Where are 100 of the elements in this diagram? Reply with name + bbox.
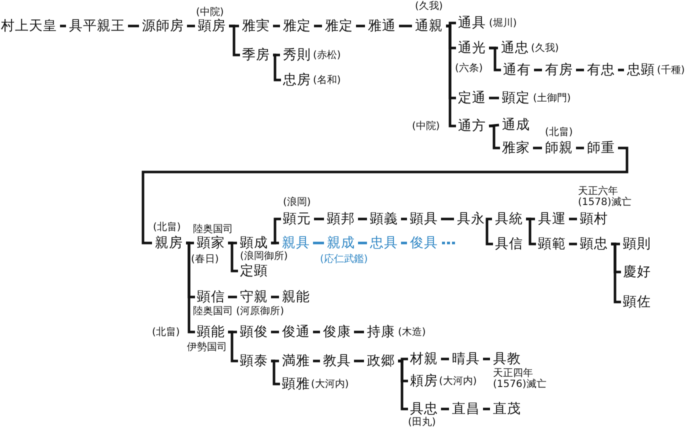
name-text: 秀則 [283, 48, 311, 62]
annotation-text: (中院) [412, 121, 440, 132]
connector-line [273, 24, 280, 28]
connector-line [271, 330, 279, 334]
annotation-text: 陸奥国司 [193, 224, 233, 235]
connector-line [187, 24, 195, 28]
connector-line [489, 96, 499, 100]
annotation-text: (名和) [313, 75, 341, 86]
name-text: 師親 [545, 141, 573, 155]
connector-line [314, 24, 322, 28]
name-text: 政郷 [367, 354, 395, 368]
name-text: 通方 [458, 119, 486, 133]
annotation-text: 天正六年 (1578)滅亡 [578, 186, 632, 208]
name-text: 季房 [242, 48, 270, 62]
connector-line [271, 296, 279, 298]
connector-line [441, 218, 454, 220]
name-text: 俊通 [282, 325, 310, 339]
annotation-text: (堀川) [489, 18, 517, 29]
name-text: 通具 [458, 16, 486, 30]
annotation-text: (六条) [455, 63, 483, 74]
connector-line [569, 242, 577, 246]
name-text: 定通 [458, 91, 486, 105]
name-text: 顕村 [580, 212, 608, 226]
name-text: 雅家 [502, 141, 530, 155]
connector-line [228, 242, 238, 272]
connector-line [273, 54, 281, 82]
name-text: 有房 [545, 63, 573, 77]
name-text: 親房 [155, 236, 183, 250]
connector-line [569, 218, 577, 220]
connector-line [228, 330, 238, 362]
connector-line [354, 360, 364, 362]
annotation-text: (浪岡) [283, 197, 311, 208]
name-text: 守親 [240, 290, 268, 304]
connector-line [576, 146, 584, 150]
connector-line [60, 24, 66, 28]
annotation-text: (千種) [657, 65, 685, 76]
name-text: 通忠 [501, 41, 529, 55]
annotation-text: (久我) [531, 43, 559, 54]
name-text: 親能 [282, 290, 310, 304]
name-text: 顕則 [623, 237, 651, 251]
connector-line [441, 408, 449, 410]
connector-line [229, 24, 240, 56]
connector-line [486, 218, 493, 246]
connector-line [618, 68, 624, 72]
annotation-text: (応仁武鑑) [320, 254, 368, 265]
name-text: 具永 [457, 212, 485, 226]
name-text: 教具 [323, 354, 351, 368]
name-text: 親具 [282, 236, 310, 250]
name-text: 定顕 [240, 264, 268, 278]
connector-line [358, 218, 367, 220]
name-text: 師重 [587, 141, 615, 155]
name-text: 顕佐 [623, 295, 651, 309]
annotation-text: 伊勢国司 [187, 342, 227, 353]
name-text: 雅通 [368, 19, 396, 33]
connector-line [446, 22, 456, 28]
connector-line [488, 124, 500, 128]
connector-line [611, 242, 621, 304]
annotation-text: (赤松) [313, 50, 341, 61]
annotation-text: (北畠) [545, 127, 573, 138]
annotation-text: (大河内) [439, 376, 477, 387]
name-text: 頼房 [410, 374, 438, 388]
connector-line [489, 124, 500, 150]
connector-line [313, 242, 324, 244]
annotation-text: 天正四年 (1576)滅亡 [493, 368, 548, 390]
name-text: 顕家 [197, 236, 225, 250]
name-text: 直昌 [452, 402, 480, 416]
name-text: 顕信 [197, 290, 225, 304]
connector-line [526, 218, 536, 246]
connector-line [489, 46, 501, 72]
name-text: 具平親王 [69, 19, 125, 33]
connector-line [354, 330, 364, 334]
name-text: 有忠 [587, 63, 615, 77]
name-text: 雅定 [283, 19, 311, 33]
name-text: 源師房 [142, 19, 184, 33]
name-text: 顕定 [502, 91, 530, 105]
name-text: 具教 [493, 352, 521, 366]
connector-line [446, 24, 456, 128]
name-text: 具運 [538, 212, 566, 226]
name-text: 忠顕 [627, 63, 655, 77]
connector-line [398, 360, 408, 410]
name-text: 雅定 [325, 19, 353, 33]
connector-line [576, 68, 584, 72]
connector-line [313, 330, 320, 334]
connector-line [142, 146, 628, 244]
name-text: 通有 [503, 63, 531, 77]
annotation-text: (木造) [398, 327, 426, 338]
name-text: 雅実 [242, 19, 270, 33]
name-text: 顕房 [198, 19, 226, 33]
name-text: 顕雅 [282, 377, 310, 391]
connector-line [314, 218, 324, 220]
connector-line [271, 242, 279, 244]
annotation-text: (北畠) [152, 327, 180, 338]
name-text: 俊具 [410, 236, 438, 250]
name-text: 満雅 [282, 354, 310, 368]
name-text: 顕俊 [240, 325, 268, 339]
name-text: 通成 [502, 118, 530, 132]
annotation-text: (大河内) [311, 379, 349, 390]
name-text: 顕範 [538, 237, 566, 251]
name-text: 顕具 [410, 212, 438, 226]
annotation-text: (春日) [191, 254, 219, 265]
